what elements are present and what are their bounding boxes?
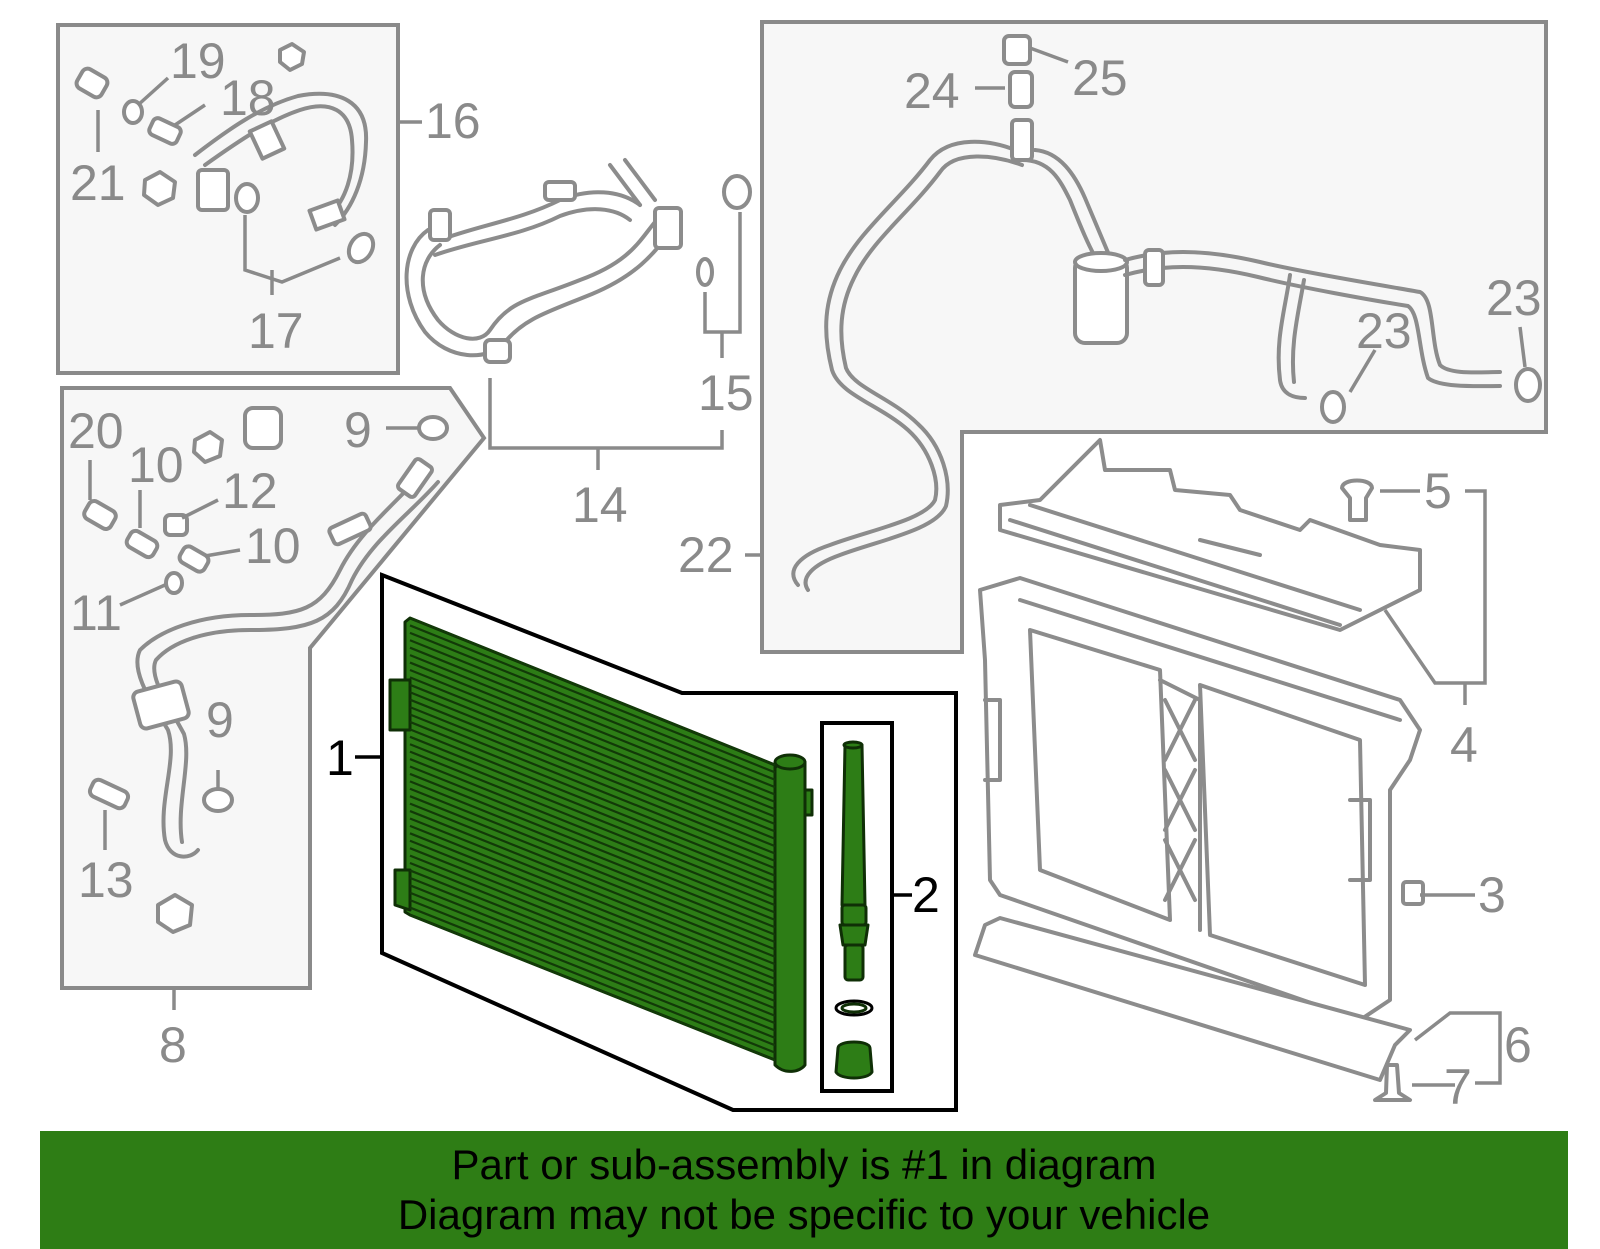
callouts: 1 2 3 4 5 6 7 8 9 9 10 10 11 12 13 14 15… [68, 33, 1542, 1115]
condenser-fin-line [409, 780, 776, 929]
desiccant-highlight [834, 740, 874, 1080]
condenser-fin-line [409, 802, 776, 951]
callout-23b: 23 [1486, 270, 1542, 326]
callout-11: 11 [70, 585, 122, 641]
callout-9b: 9 [206, 692, 234, 748]
callout-23a: 23 [1356, 303, 1412, 359]
callout-22: 22 [678, 527, 734, 583]
callout-10b: 10 [245, 518, 301, 574]
condenser-fin-line [409, 720, 776, 870]
callout-24: 24 [904, 63, 960, 119]
callout-14: 14 [572, 477, 628, 533]
callout-18: 18 [220, 70, 276, 126]
callout-5: 5 [1424, 463, 1452, 519]
group-1-2 [355, 572, 958, 1112]
callout-3: 3 [1478, 867, 1506, 923]
condenser-fin-line [409, 869, 776, 1017]
condenser-fin-line [409, 654, 776, 803]
condenser-fin-line [409, 676, 776, 826]
callout-10a: 10 [128, 437, 184, 493]
condenser-fin-line [409, 758, 776, 907]
condenser-fin-line [409, 847, 776, 995]
callout-15: 15 [698, 365, 754, 421]
group-8 [60, 386, 487, 1010]
condenser-fin-line [409, 891, 776, 1039]
callout-9a: 9 [344, 402, 372, 458]
condenser-fin-line [409, 706, 776, 855]
condenser-fin-line [409, 691, 776, 840]
condenser-highlight [388, 616, 814, 1073]
callout-2: 2 [912, 867, 940, 923]
condenser-fin-line [409, 854, 776, 1003]
callout-17: 17 [248, 303, 304, 359]
group-22 [745, 20, 1548, 654]
callout-25: 25 [1072, 50, 1128, 106]
callout-19: 19 [170, 33, 226, 89]
condenser-fin-line [409, 713, 776, 862]
banner-line-1: Part or sub-assembly is #1 in diagram [451, 1141, 1157, 1188]
group-16 [56, 23, 422, 375]
callout-20: 20 [68, 403, 124, 459]
callout-4: 4 [1450, 717, 1478, 773]
condenser-fin-line [409, 698, 776, 848]
condenser-fin-line [409, 899, 776, 1047]
callout-16: 16 [425, 93, 481, 149]
info-banner: Part or sub-assembly is #1 in diagram Di… [40, 1131, 1568, 1249]
group-14 [404, 158, 752, 470]
condenser-fin-line [409, 616, 776, 767]
callout-1: 1 [326, 730, 354, 786]
condenser-fin-line [409, 906, 776, 1054]
condenser-fin-line [409, 646, 776, 796]
callout-12: 12 [222, 463, 278, 519]
condenser-fins [409, 616, 776, 1062]
condenser-fin-line [409, 735, 776, 885]
condenser-fin-line [409, 839, 776, 988]
condenser-fin-line [409, 876, 776, 1025]
condenser-fin-line [409, 750, 776, 899]
condenser-fin-line [409, 862, 776, 1010]
banner-line-2: Diagram may not be specific to your vehi… [397, 1191, 1211, 1238]
callout-13: 13 [78, 852, 134, 908]
condenser-fin-line [409, 795, 776, 944]
condenser-fin-line [409, 824, 776, 973]
callout-6: 6 [1504, 1017, 1532, 1073]
callout-8: 8 [159, 1017, 187, 1073]
condenser-fin-line [409, 631, 776, 781]
condenser-fin-line [409, 772, 776, 921]
condenser-fin-line [409, 913, 776, 1062]
condenser-fin-line [409, 765, 776, 914]
condenser-fin-line [409, 832, 776, 980]
condenser-fin-line [409, 884, 776, 1032]
condenser-fin-line [409, 817, 776, 966]
condenser-fin-line [409, 810, 776, 958]
condenser-fin-line [409, 743, 776, 892]
condenser-fin-line [409, 787, 776, 936]
condenser-fin-line [409, 668, 776, 818]
callout-21: 21 [70, 155, 126, 211]
group-3-7 [973, 438, 1502, 1102]
callout-7: 7 [1444, 1059, 1472, 1115]
condenser-fin-line [409, 661, 776, 811]
condenser-fin-line [409, 639, 776, 789]
condenser-fin-line [409, 728, 776, 877]
condenser-fin-line [409, 683, 776, 833]
condenser-fin-line [409, 624, 776, 774]
